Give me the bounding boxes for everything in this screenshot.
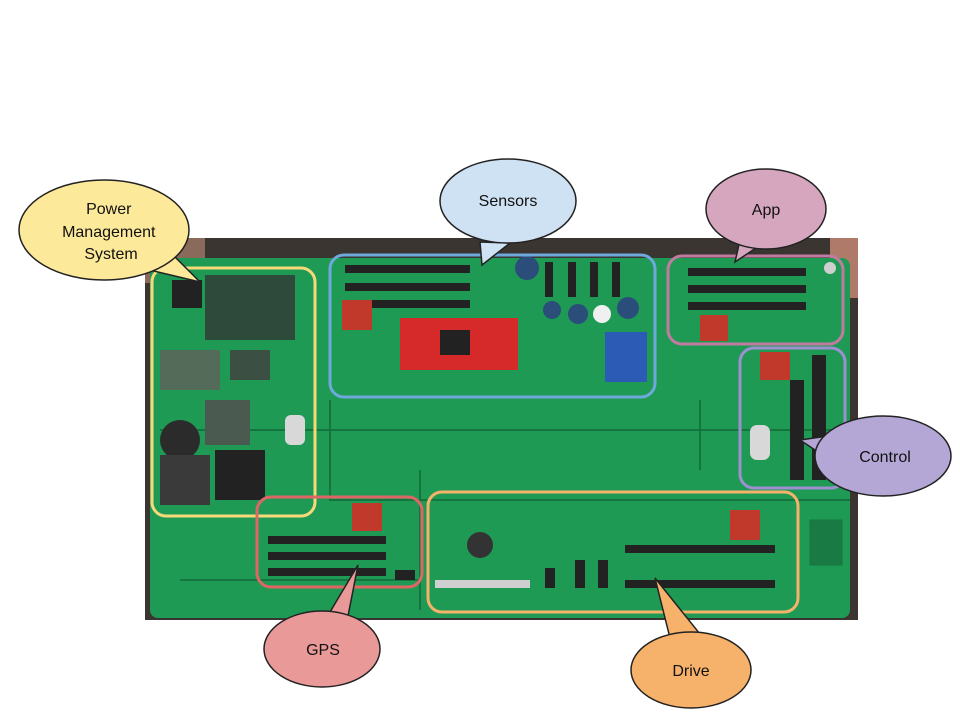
app-region-outline <box>666 254 845 346</box>
svg-text:Control: Control <box>859 449 911 466</box>
svg-text:GPS: GPS <box>306 642 340 659</box>
pcb-board <box>150 258 850 618</box>
gps-components <box>268 503 415 580</box>
callout-control-line-1: Control <box>859 449 911 466</box>
callout-sensors-line-1: Sensors <box>479 193 538 210</box>
callout-power-line-2: Management <box>62 224 156 241</box>
callout-gps: GPS <box>263 564 381 688</box>
callout-drive-line-1: Drive <box>672 663 709 680</box>
svg-text:Drive: Drive <box>672 663 709 680</box>
callout-drive: Drive <box>630 577 752 709</box>
callout-control: Control <box>797 415 952 497</box>
callout-sensors: Sensors <box>439 158 577 267</box>
callout-power-line-1: Power <box>86 201 132 218</box>
callout-power-line-3: System <box>84 246 137 263</box>
callout-app: App <box>705 168 827 264</box>
drive-components <box>435 510 775 588</box>
svg-text:App: App <box>752 202 781 219</box>
callout-app-line-1: App <box>752 202 781 219</box>
gps-region-outline <box>255 495 424 589</box>
callout-gps-line-1: GPS <box>306 642 340 659</box>
sensors-components <box>342 256 647 382</box>
svg-text:Power Management S: Power Management System <box>62 201 160 263</box>
drive-region-outline <box>426 490 800 614</box>
svg-text:Sensors: Sensors <box>479 193 538 210</box>
power-components <box>160 275 305 505</box>
callout-power: Power Management System <box>18 179 203 284</box>
board-traces <box>160 400 850 610</box>
app-components <box>688 262 836 341</box>
power-region-outline <box>150 266 317 518</box>
control-region-outline <box>738 346 847 490</box>
